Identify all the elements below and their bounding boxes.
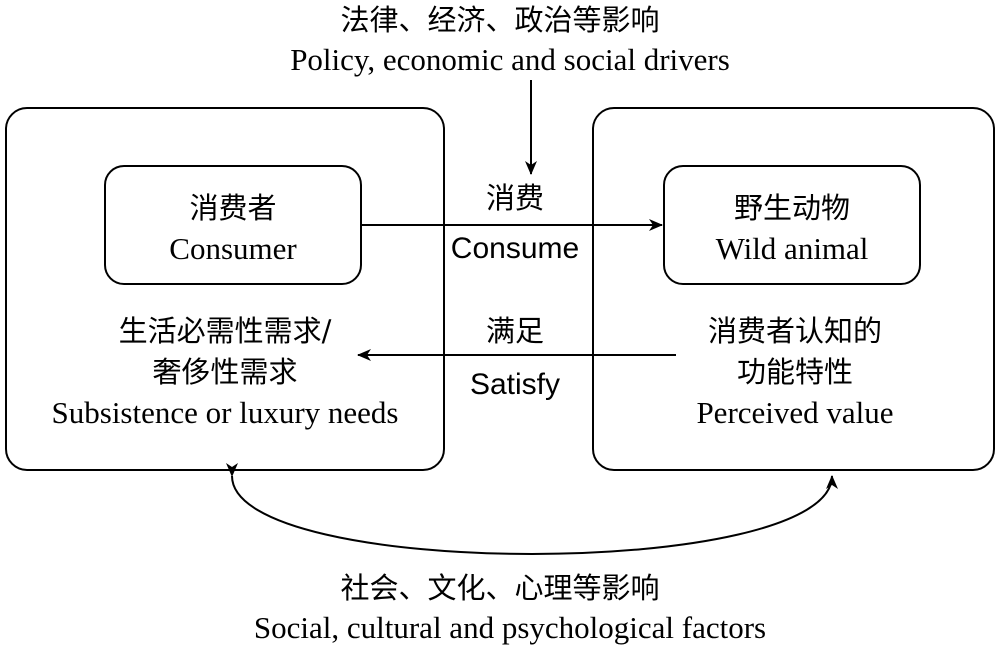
- value-label-zh-line1: 消费者认知的: [707, 314, 882, 348]
- bottom-factor-en: Social, cultural and psychological facto…: [253, 610, 767, 645]
- top-driver-en: Policy, economic and social drivers: [290, 42, 730, 77]
- consume-label-zh: 消费: [485, 181, 544, 215]
- factor-double-arrow: [225, 462, 838, 555]
- bottom-factor-zh: 社会、文化、心理等影响: [340, 571, 660, 605]
- satisfy-label-en: Satisfy: [469, 368, 561, 401]
- value-label-zh-line2: 功能特性: [736, 355, 853, 389]
- wild-animal-label-zh: 野生动物: [733, 191, 850, 225]
- needs-label-zh-line1: 生活必需性需求/: [118, 314, 332, 348]
- value-label-en: Perceived value: [696, 395, 894, 430]
- left-panel: [5, 107, 445, 471]
- right-panel: [592, 107, 995, 471]
- wild-animal-box: [663, 165, 921, 285]
- wild-animal-label-en: Wild animal: [715, 231, 869, 266]
- consume-label-en: Consume: [450, 232, 580, 265]
- needs-label-zh-line2: 奢侈性需求: [152, 355, 298, 389]
- satisfy-label-zh: 满足: [485, 314, 544, 348]
- consumer-label-en: Consumer: [169, 231, 297, 266]
- top-driver-zh: 法律、经济、政治等影响: [340, 3, 660, 37]
- consumer-label-zh: 消费者: [189, 191, 277, 225]
- consumer-box: [104, 165, 362, 285]
- needs-label-en: Subsistence or luxury needs: [51, 395, 399, 430]
